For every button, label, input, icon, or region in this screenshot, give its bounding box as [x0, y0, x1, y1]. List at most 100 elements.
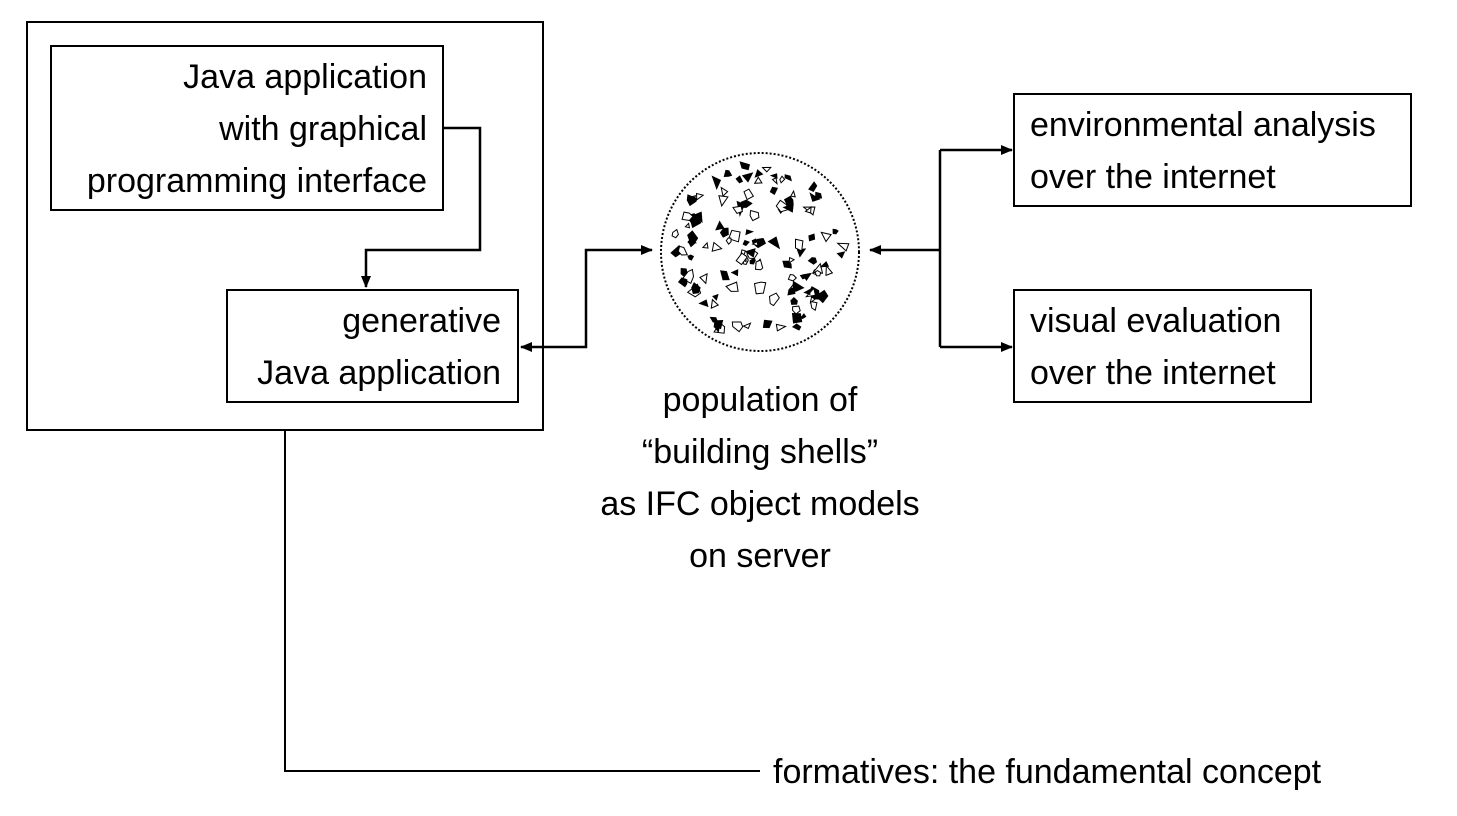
building-shell-shape	[769, 186, 779, 196]
building-shell-shape	[762, 319, 773, 329]
building-shell-shape	[698, 299, 709, 308]
environmental-line-1: environmental analysis	[1030, 106, 1376, 144]
building-shell-shape	[808, 233, 816, 242]
building-shell-shape	[745, 229, 755, 236]
building-shell-shape	[771, 177, 778, 185]
building-shell-shape	[784, 174, 792, 182]
building-shell-shape	[819, 261, 830, 268]
java-gui-line-2: with graphical	[219, 110, 427, 148]
building-shell-shape	[820, 231, 832, 243]
java-gui-application-box: Java application with graphical programm…	[50, 45, 444, 211]
building-shell-shape	[803, 288, 811, 296]
visual-line-1: visual evaluation	[1030, 302, 1282, 340]
visual-evaluation-box: visual evaluation over the internet	[1013, 289, 1312, 403]
building-shell-shape	[836, 242, 850, 252]
building-shell-shape	[718, 195, 729, 208]
building-shell-shape	[808, 181, 818, 193]
building-shells-cluster	[670, 161, 850, 334]
population-line-2: “building shells”	[641, 433, 879, 471]
building-shell-shape	[761, 166, 772, 173]
building-shell-shape	[802, 272, 812, 282]
building-shell-shape	[795, 238, 804, 252]
building-shell-shape	[742, 322, 752, 330]
caption-leader-line	[284, 431, 760, 772]
generative-line-1: generative	[342, 302, 501, 340]
building-shell-shape	[790, 189, 796, 198]
building-shell-shape	[735, 252, 748, 266]
building-shell-shape	[701, 241, 709, 249]
building-shell-shape	[720, 186, 729, 198]
environmental-analysis-box: environmental analysis over the internet	[1013, 93, 1412, 207]
building-shell-shape	[749, 257, 756, 265]
concept-caption: formatives: the fundamental concept	[773, 753, 1322, 791]
population-line-4: on server	[689, 537, 831, 575]
building-shell-shape	[671, 228, 679, 239]
population-line-1: population of	[662, 381, 858, 419]
building-shell-shape	[754, 169, 764, 178]
building-shell-shape	[769, 173, 778, 179]
building-shell-shape	[790, 297, 798, 305]
building-shell-shape	[686, 194, 698, 207]
building-shell-shape	[723, 169, 733, 178]
building-shell-shape	[728, 229, 741, 243]
building-shell-shape	[743, 188, 755, 201]
building-shell-shape	[687, 254, 695, 261]
environmental-line-2: over the internet	[1030, 158, 1276, 196]
java-gui-line-3: programming interface	[86, 162, 427, 200]
building-shell-shape	[684, 222, 691, 229]
java-gui-line-1: Java application	[183, 58, 427, 96]
building-shell-shape	[677, 277, 688, 288]
building-shell-shape	[744, 248, 756, 258]
building-shell-shape	[768, 292, 780, 307]
building-shell-shape	[739, 161, 750, 171]
building-shell-shape	[730, 269, 739, 277]
building-shell-shape	[732, 205, 743, 214]
building-shell-shape	[809, 192, 821, 202]
building-shell-shape	[692, 211, 703, 223]
building-shell-shape	[836, 251, 846, 259]
building-shell-shape	[832, 228, 839, 235]
building-shell-shape	[767, 236, 781, 250]
building-shell-shape	[814, 270, 822, 277]
building-shell-shape	[809, 300, 818, 312]
building-shell-shape	[725, 281, 739, 292]
population-line-3: as IFC object models	[600, 485, 920, 523]
population-circle	[660, 152, 860, 352]
java-gui-application-text: Java application with graphical programm…	[87, 51, 427, 207]
building-shell-shape	[804, 206, 812, 214]
building-shell-shape	[787, 273, 798, 282]
building-shell-shape	[753, 176, 763, 184]
building-shell-shape	[753, 281, 767, 295]
visual-line-2: over the internet	[1030, 354, 1276, 392]
generative-java-application-box: generative Java application	[226, 289, 519, 403]
building-shell-shape	[791, 323, 802, 331]
generative-line-2: Java application	[257, 354, 501, 392]
generative-population-arrow	[520, 245, 653, 352]
building-shell-shape	[775, 199, 788, 213]
building-shell-shape	[788, 256, 796, 264]
building-shell-shape	[742, 239, 750, 247]
building-shell-shape	[807, 257, 818, 265]
building-shell-shape	[699, 273, 708, 285]
building-shell-shape	[711, 241, 723, 252]
building-shell-shape	[787, 287, 796, 296]
building-shell-shape	[691, 282, 701, 295]
building-shell-shape	[775, 323, 787, 332]
generative-application-text: generative Java application	[257, 295, 501, 399]
building-shell-shape	[695, 192, 705, 201]
visual-evaluation-text: visual evaluation over the internet	[1030, 295, 1281, 399]
building-shell-shape	[710, 298, 720, 310]
building-shell-shape	[782, 260, 792, 269]
building-shell-shape	[680, 268, 688, 277]
building-shell-shape	[681, 211, 694, 222]
building-shell-shape	[719, 227, 729, 238]
building-shell-shape	[677, 245, 689, 256]
building-shell-shape	[754, 259, 764, 271]
population-caption: population of “building shells” as IFC o…	[560, 374, 960, 582]
building-shell-shape	[687, 237, 696, 248]
building-shell-shape	[725, 237, 732, 246]
building-shell-shape	[779, 175, 786, 184]
building-shell-shape	[731, 321, 744, 333]
building-shell-shape	[741, 172, 754, 183]
